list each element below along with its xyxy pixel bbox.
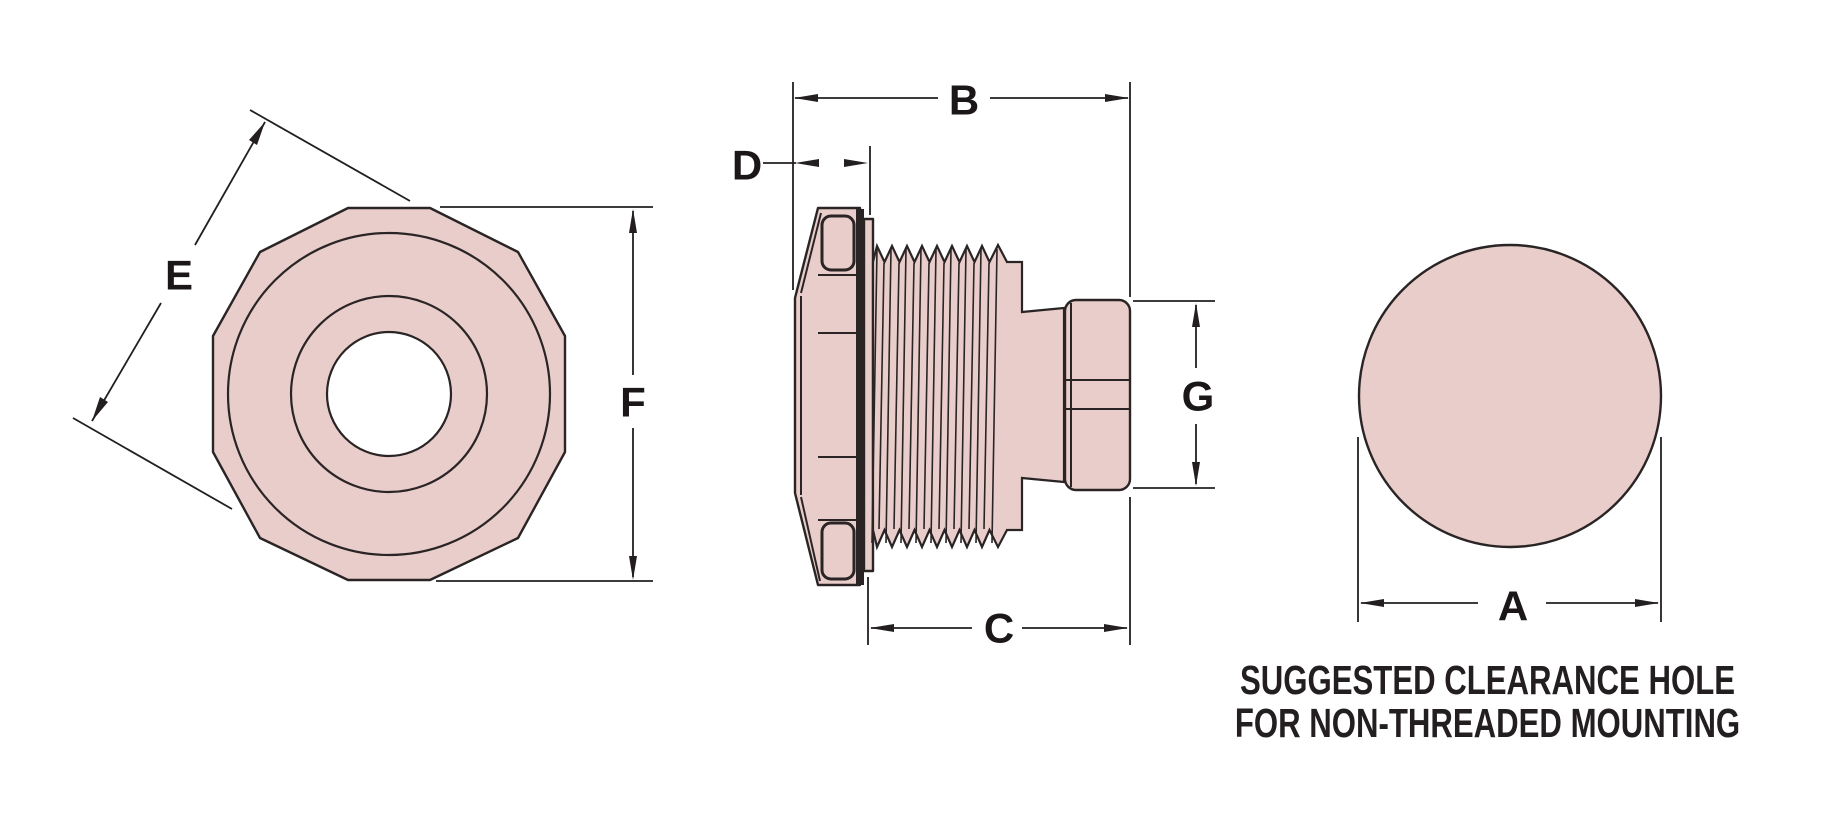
dim-b-arrow-left bbox=[794, 94, 818, 102]
dim-f-arrow-bottom bbox=[629, 556, 637, 580]
dim-d-arrow-right bbox=[844, 159, 868, 167]
side-view-flange-edge-bar bbox=[856, 209, 864, 585]
dim-e-arrow-top bbox=[249, 122, 265, 145]
clearance-view-dimensions: A bbox=[1357, 437, 1662, 630]
dim-e-arrow-bottom bbox=[92, 397, 108, 421]
dim-e-extension-bottom bbox=[72, 417, 233, 510]
side-view-dimensions: B D C G bbox=[732, 77, 1215, 652]
clearance-hole-circle bbox=[1357, 243, 1663, 549]
dim-b-arrow-right bbox=[1105, 94, 1129, 102]
dim-label-a: A bbox=[1498, 583, 1528, 630]
front-view-center-hole bbox=[325, 330, 453, 458]
side-view-flange-facets bbox=[800, 212, 856, 582]
caption-line-2: FOR NON-THREADED MOUNTING bbox=[1235, 700, 1740, 746]
dim-a-arrow-right bbox=[1635, 599, 1659, 607]
dim-f-arrow-top bbox=[629, 209, 637, 233]
side-view-nut-facets bbox=[1066, 303, 1129, 487]
dim-g-arrow-top bbox=[1192, 303, 1200, 327]
dim-label-c: C bbox=[984, 605, 1014, 652]
dim-label-b: B bbox=[949, 77, 979, 124]
dim-label-f: F bbox=[620, 379, 646, 426]
side-view bbox=[793, 206, 1132, 587]
side-view-nose-nut bbox=[1063, 298, 1132, 492]
dim-a-arrow-left bbox=[1360, 599, 1384, 607]
dim-d-arrow-left bbox=[795, 159, 819, 167]
dim-label-d: D bbox=[732, 142, 762, 189]
side-view-thread-flank-lines bbox=[871, 248, 998, 544]
front-view bbox=[211, 206, 567, 582]
clearance-view bbox=[1357, 243, 1663, 549]
side-view-threads bbox=[871, 242, 1066, 551]
side-view-flange bbox=[793, 206, 862, 587]
caption-line-1: SUGGESTED CLEARANCE HOLE bbox=[1240, 657, 1735, 703]
dim-e-extension-top bbox=[249, 109, 411, 202]
dim-g-arrow-bottom bbox=[1192, 462, 1200, 486]
dim-label-e: E bbox=[165, 252, 193, 299]
front-view-dimensions: E F bbox=[72, 109, 653, 582]
dim-c-arrow-right bbox=[1104, 624, 1128, 632]
dim-label-g: G bbox=[1182, 373, 1215, 420]
caption: SUGGESTED CLEARANCE HOLE FOR NON-THREADE… bbox=[1235, 657, 1740, 746]
dim-c-arrow-left bbox=[870, 624, 894, 632]
